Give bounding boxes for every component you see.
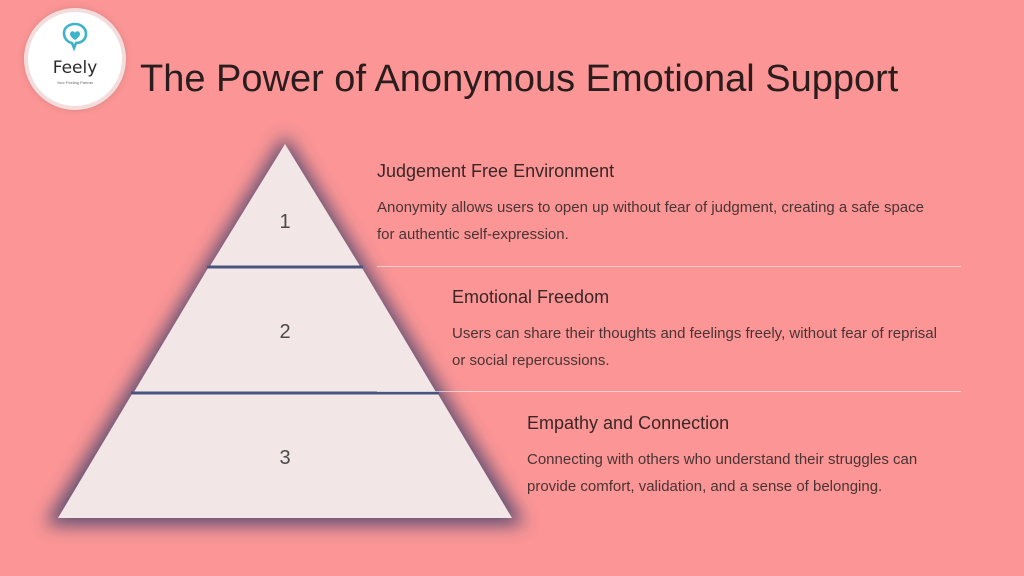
feely-logo: Feely Your Feeling Partner <box>28 12 122 106</box>
row-divider-2 <box>377 391 961 392</box>
tier-1-text: Anonymity allows users to open up withou… <box>377 199 924 243</box>
page-title: The Power of Anonymous Emotional Support <box>140 58 899 100</box>
tier-3-heading: Empathy and Connection <box>527 413 730 433</box>
chat-heart-icon <box>62 22 88 52</box>
logo-tagline: Your Feeling Partner <box>56 80 94 85</box>
tier-2-heading: Emotional Freedom <box>452 287 610 307</box>
tier-1-heading: Judgement Free Environment <box>377 161 615 181</box>
tier-3-description: Empathy and Connection Connecting with o… <box>527 412 967 500</box>
tier-number-2: 2 <box>279 321 290 343</box>
tier-2-description: Emotional Freedom Users can share their … <box>452 286 942 374</box>
pyramid-tier-2 <box>134 268 436 392</box>
logo-wordmark: Feely <box>52 58 98 78</box>
row-divider-1 <box>377 266 961 267</box>
tier-number-3: 3 <box>279 447 290 469</box>
tier-3-text: Connecting with others who understand th… <box>527 451 918 495</box>
tier-2-text: Users can share their thoughts and feeli… <box>452 325 937 369</box>
pyramid-tier-1 <box>210 144 360 266</box>
pyramid-tier-3 <box>58 394 512 518</box>
tier-number-1: 1 <box>279 211 290 233</box>
tier-1-description: Judgement Free Environment Anonymity all… <box>377 160 937 248</box>
